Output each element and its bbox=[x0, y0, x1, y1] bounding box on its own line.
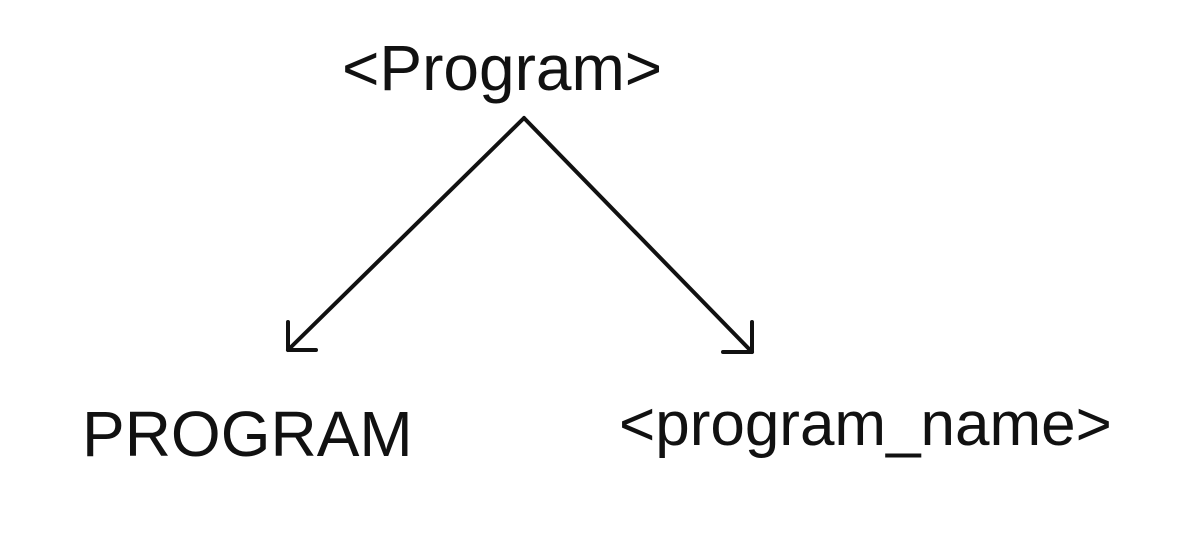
arrowhead-right bbox=[721, 320, 754, 354]
child-node-program-keyword: PROGRAM bbox=[82, 398, 413, 470]
edge-line-left bbox=[286, 116, 526, 352]
edge-line-right bbox=[522, 116, 754, 354]
root-node-program: <Program> bbox=[342, 32, 663, 104]
arrowhead-left bbox=[286, 320, 318, 352]
child-node-program-name: <program_name> bbox=[619, 390, 1112, 459]
edge-to-program-name bbox=[522, 116, 754, 354]
edge-to-program-keyword bbox=[286, 116, 526, 352]
